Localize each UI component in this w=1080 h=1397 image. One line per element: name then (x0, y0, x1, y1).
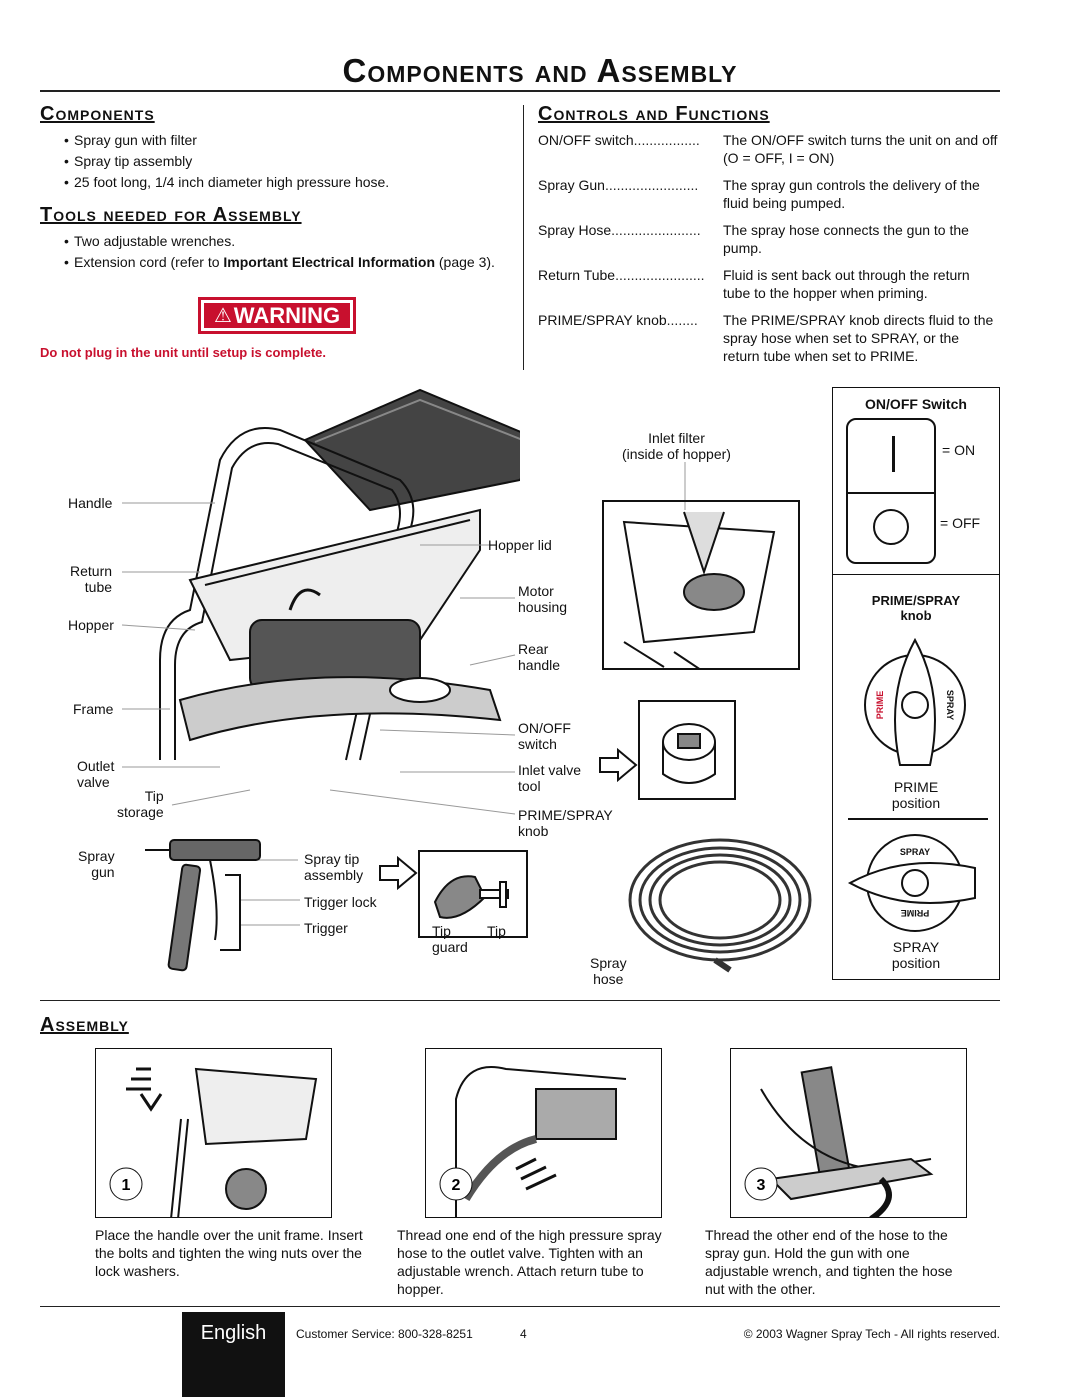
controls-list: ON/OFF switch.................The ON/OFF… (538, 131, 998, 374)
list-item: Extension cord (refer to Important Elect… (60, 252, 510, 273)
label-rear-handle: Rear handle (518, 641, 561, 673)
label-inlet-filter: Inlet filter (inside of hopper) (622, 430, 731, 462)
tools-heading: Tools needed for Assembly (40, 204, 302, 226)
label-frame: Frame (73, 701, 114, 717)
language-tab: English (182, 1312, 285, 1397)
arrow-right-icon (599, 748, 638, 782)
label-handle: Handle (68, 495, 113, 511)
knob-prime-text: PRIME (875, 691, 885, 720)
label-hopper-lid: Hopper lid (488, 537, 552, 553)
control-row: Spray Gun........................The spr… (538, 177, 980, 211)
label-trigger-lock: Trigger lock (304, 894, 377, 910)
warning-label: WARNING (233, 302, 341, 328)
label-return-tube: Return tube (70, 563, 113, 595)
assembly-step-3-image: 3 (730, 1048, 967, 1218)
knob-spray-text-2: SPRAY (900, 847, 930, 857)
step-number: 3 (757, 1177, 766, 1194)
footer-rule (40, 1306, 1000, 1307)
title-rule (40, 90, 1000, 92)
off-symbol-icon (873, 509, 909, 545)
control-row: Spray Hose.......................The spr… (538, 222, 969, 256)
control-row: Return Tube.......................Fluid … (538, 267, 970, 301)
assembly-step-1-image: 1 (95, 1048, 332, 1218)
language-label: English (200, 1322, 267, 1344)
components-list: Spray gun with filter Spray tip assembly… (60, 130, 480, 193)
step-number: 2 (452, 1177, 461, 1194)
switch-knob-panel (832, 387, 1000, 980)
copyright: © 2003 Wagner Spray Tech - All rights re… (743, 1327, 1000, 1341)
page-number: 4 (520, 1327, 527, 1341)
list-item: Spray tip assembly (60, 151, 480, 172)
control-row: PRIME/SPRAY knob........The PRIME/SPRAY … (538, 312, 994, 364)
label-hopper: Hopper (68, 617, 114, 633)
label-spray-gun: Spray gun (78, 848, 115, 880)
on-label: = ON (942, 442, 976, 458)
page-title: Components and Assembly (342, 52, 738, 89)
step-number: 1 (122, 1177, 131, 1194)
knob-spray-position: SPRAY PRIME (847, 834, 976, 932)
list-item: Two adjustable wrenches. (60, 231, 510, 252)
controls-heading: Controls and Functions (538, 103, 770, 125)
panel-divider (832, 574, 1000, 575)
label-inlet-valve-tool: Inlet valve tool (518, 762, 582, 794)
arrow-right-icon (379, 856, 418, 890)
onoff-panel-title: ON/OFF Switch (865, 396, 967, 412)
sprayer-illustration (159, 388, 520, 761)
onoff-switch-graphic (846, 418, 936, 564)
tools-list: Two adjustable wrenches. Extension cord … (60, 231, 510, 273)
spray-tip-detail (418, 850, 528, 938)
customer-service: Customer Service: 800-328-8251 (296, 1327, 473, 1341)
label-tip: Tip (487, 923, 506, 939)
label-onoff-switch: ON/OFF switch (518, 720, 571, 752)
assembly-step-3-text: Thread the other end of the hose to the … (705, 1227, 953, 1297)
spray-position-label: SPRAY position (891, 939, 941, 971)
assembly-step-2-image: 2 (425, 1048, 662, 1218)
inlet-filter-detail (602, 500, 800, 670)
list-item: Spray gun with filter (60, 130, 480, 151)
assembly-step-2-text: Thread one end of the high pressure spra… (397, 1227, 662, 1297)
warning-text: Do not plug in the unit until setup is c… (40, 345, 326, 360)
label-tip-storage: Tip storage (117, 788, 164, 820)
label-trigger: Trigger (304, 920, 348, 936)
on-symbol-icon (892, 436, 895, 472)
components-heading: Components (40, 103, 155, 125)
prime-position-label: PRIME position (891, 779, 941, 811)
label-spray-hose: Spray hose (590, 955, 627, 987)
knob-prime-text-2: PRIME (901, 908, 930, 918)
assembly-rule (40, 1000, 1000, 1001)
spray-gun-illustration (145, 839, 261, 972)
label-motor-housing: Motor housing (518, 583, 568, 615)
column-divider (523, 105, 524, 370)
assembly-step-1-text: Place the handle over the unit frame. In… (95, 1227, 363, 1279)
knob-divider (848, 818, 988, 820)
warning-triangle-icon: ⚠ (213, 305, 232, 327)
warning-banner: ⚠WARNING (198, 297, 356, 334)
assembly-heading: Assembly (40, 1014, 129, 1036)
knob-prime-position: PRIME SPRAY (864, 637, 966, 766)
label-tip-guard: Tip guard (432, 923, 468, 955)
off-label: = OFF (940, 515, 981, 531)
label-prime-spray-knob: PRIME/SPRAY knob (518, 807, 613, 839)
label-spray-tip-assembly: Spray tip assembly (304, 851, 364, 883)
spray-hose-illustration (628, 838, 812, 973)
knob-panel-title: PRIME/SPRAY knob (871, 593, 961, 623)
label-outlet-valve: Outlet valve (77, 758, 115, 790)
knob-spray-text: SPRAY (945, 690, 955, 720)
list-item: 25 foot long, 1/4 inch diameter high pre… (60, 172, 480, 193)
control-row: ON/OFF switch.................The ON/OFF… (538, 132, 998, 166)
inlet-valve-tool-detail (638, 700, 736, 800)
